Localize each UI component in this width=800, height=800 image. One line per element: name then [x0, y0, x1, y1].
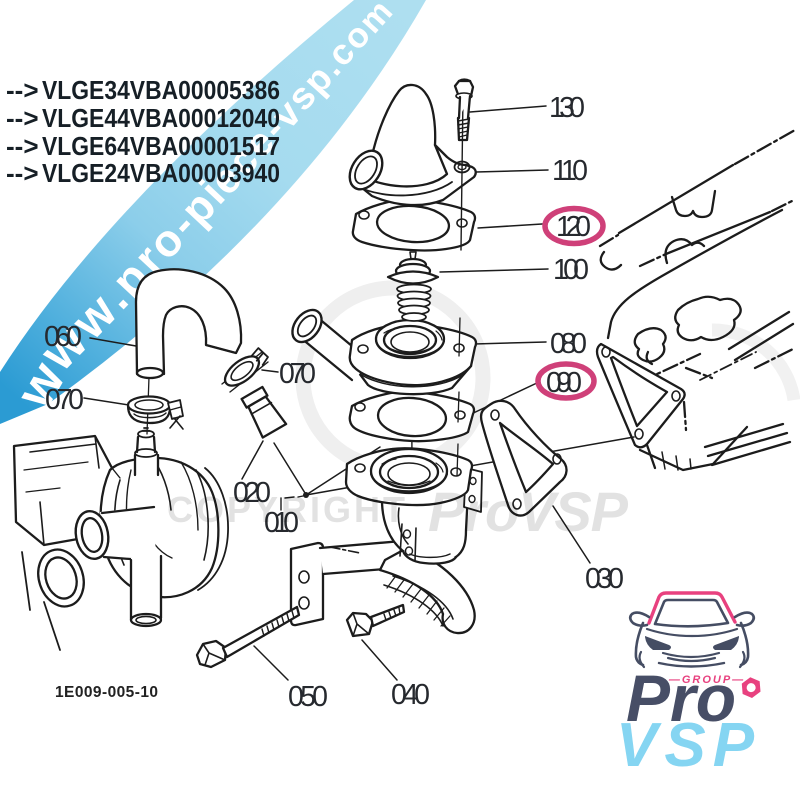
svg-text:010: 010 — [264, 507, 299, 539]
svg-text:-->: --> — [6, 103, 39, 133]
svg-text:020: 020 — [233, 477, 271, 509]
svg-text:050: 050 — [288, 681, 328, 713]
svg-text:130: 130 — [549, 92, 585, 124]
svg-text:070: 070 — [45, 384, 84, 416]
svg-text:060: 060 — [44, 321, 82, 353]
svg-text:080: 080 — [550, 328, 587, 360]
svg-text:VSP: VSP — [616, 711, 761, 780]
svg-text:VLGE24VBA00003940: VLGE24VBA00003940 — [42, 158, 280, 188]
svg-text:VLGE64VBA00001517: VLGE64VBA00001517 — [42, 131, 280, 161]
svg-text:040: 040 — [391, 679, 430, 711]
svg-text:1E009-005-10: 1E009-005-10 — [55, 684, 158, 701]
svg-text:—GROUP—: —GROUP— — [668, 674, 745, 686]
svg-text:Pro: Pro — [626, 661, 736, 735]
svg-text:120: 120 — [556, 211, 591, 243]
svg-text:-->: --> — [6, 131, 39, 161]
svg-text:070: 070 — [279, 358, 316, 390]
svg-text:030: 030 — [585, 563, 624, 595]
svg-text:VLGE44VBA00012040: VLGE44VBA00012040 — [42, 103, 280, 133]
svg-text:-->: --> — [6, 75, 39, 105]
svg-text:100: 100 — [553, 254, 589, 286]
svg-text:110: 110 — [552, 155, 588, 187]
svg-text:VLGE34VBA00005386: VLGE34VBA00005386 — [42, 75, 280, 105]
svg-text:ProVSP: ProVSP — [428, 480, 629, 543]
svg-text:-->: --> — [6, 158, 39, 188]
svg-text:COPYRIGHT: COPYRIGHT — [167, 489, 408, 530]
